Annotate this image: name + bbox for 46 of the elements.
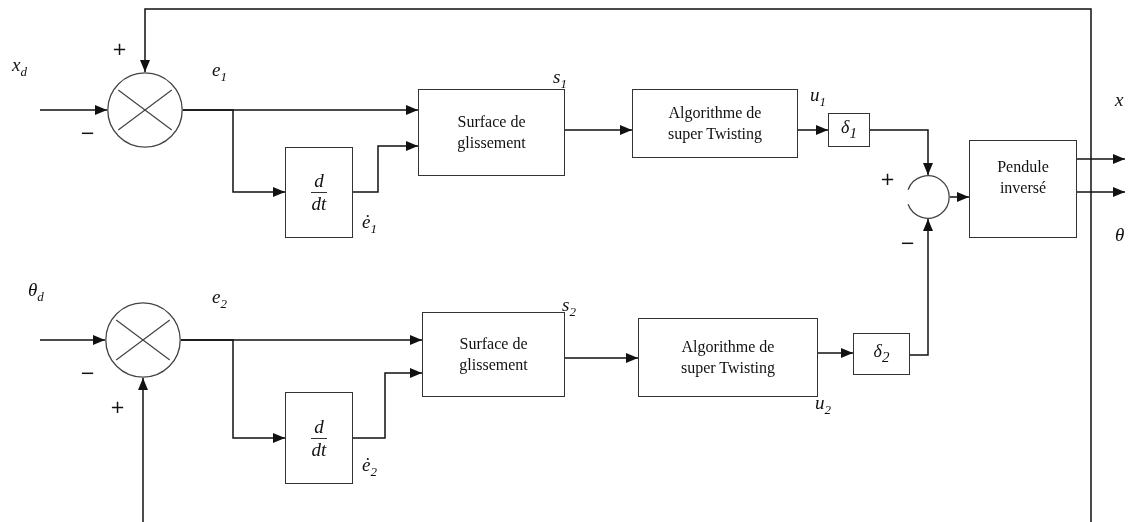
arrow — [564, 353, 639, 363]
sign-label: − — [900, 234, 916, 252]
arrow — [182, 109, 286, 197]
signal-label: θ — [1115, 225, 1125, 244]
process-box: Algorithme de super Twisting — [632, 89, 798, 158]
arrow — [869, 129, 933, 176]
arrow — [180, 339, 286, 443]
summing-junction — [107, 72, 183, 148]
process-box: Surface de glissement — [418, 89, 565, 176]
process-box: Surface de glissement — [422, 312, 565, 397]
plant-box: Pendule inversé — [969, 140, 1077, 238]
arrow — [140, 8, 1092, 522]
arrow — [949, 192, 970, 202]
signal-label: x$_{d}$ — [12, 55, 27, 78]
signal-label: e$_{2}$ — [212, 287, 227, 310]
signal-label: u$_{2}$ — [815, 393, 831, 416]
sign-label: + — [880, 170, 896, 188]
arrow — [138, 377, 148, 522]
arrow — [1076, 154, 1126, 164]
gain-box: δ$_{1}$ — [828, 113, 870, 147]
process-box: Algorithme de super Twisting — [638, 318, 818, 397]
arrow — [564, 125, 633, 135]
arrow — [817, 348, 854, 358]
sign-label: + — [112, 40, 128, 58]
gain-box: δ$_{2}$ — [853, 333, 910, 375]
signal-label: s$_{1}$ — [553, 67, 567, 90]
sign-label: − — [80, 364, 96, 382]
summing-junction — [105, 302, 181, 378]
signal-label: u$_{1}$ — [810, 85, 826, 108]
sign-label: + — [110, 398, 126, 416]
sign-label: − — [80, 124, 96, 142]
signal-label: s$_{2}$ — [562, 295, 576, 318]
arrow — [797, 125, 829, 135]
signal-label: ė$_{2}$ — [362, 455, 377, 478]
signal-label: e$_{1}$ — [212, 60, 227, 83]
signal-label: θ$_{d}$ — [28, 280, 44, 303]
signal-label: x — [1115, 90, 1124, 109]
derivative-box: d dt — [285, 392, 353, 484]
arrow — [909, 218, 933, 356]
arrow — [352, 141, 419, 193]
arrow — [1076, 187, 1126, 197]
signal-label: ė$_{1}$ — [362, 212, 377, 235]
arrow — [39, 335, 106, 345]
arrow — [352, 368, 423, 439]
derivative-box: d dt — [285, 147, 353, 238]
arrow — [39, 105, 108, 115]
